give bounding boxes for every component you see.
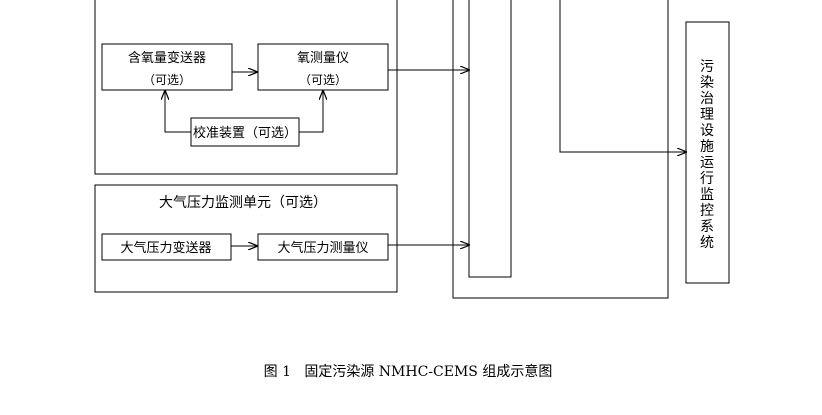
control-system-char: 染	[700, 75, 714, 91]
arrow-calibration-to-meter	[299, 91, 323, 133]
processing-inner-column	[468, 0, 512, 278]
oxygen-meter-label: 氧测量仪	[297, 51, 349, 66]
control-system-box	[685, 21, 730, 284]
control-system-char: 监	[700, 187, 714, 203]
processing-unit-frame	[452, 0, 669, 299]
pressure-transmitter-box	[101, 233, 232, 261]
control-system-char: 施	[700, 139, 714, 155]
arrow-processing-to-control-system	[559, 0, 686, 152]
calibration-device-label: 校准装置（可选）	[193, 125, 297, 141]
pressure-meter-box	[257, 233, 389, 261]
oxygen-unit-frame	[94, 0, 398, 175]
control-system-char: 设	[700, 123, 714, 139]
control-system-char: 治	[700, 91, 714, 107]
oxygen-transmitter-label: 含氧量变送器	[128, 50, 206, 66]
pressure-unit-frame	[94, 184, 398, 293]
control-system-char: 系	[700, 219, 714, 235]
control-system-char: 运	[700, 155, 714, 171]
control-system-char: 统	[700, 235, 714, 251]
pressure-meter-label: 大气压力测量仪	[277, 240, 368, 256]
arrow-calibration-to-transmitter	[165, 91, 191, 133]
control-system-char: 理	[700, 107, 714, 123]
control-system-char: 行	[700, 171, 714, 187]
oxygen-meter-optional: （可选）	[299, 73, 347, 87]
control-system-char: 污	[700, 59, 714, 75]
oxygen-transmitter-optional: （可选）	[143, 73, 191, 87]
pressure-transmitter-label: 大气压力变送器	[120, 240, 211, 256]
figure-caption: 图 1 固定污染源 NMHC-CEMS 组成示意图	[264, 363, 553, 380]
control-system-char: 控	[700, 203, 714, 219]
pressure-unit-title: 大气压力监测单元（可选）	[159, 195, 327, 211]
